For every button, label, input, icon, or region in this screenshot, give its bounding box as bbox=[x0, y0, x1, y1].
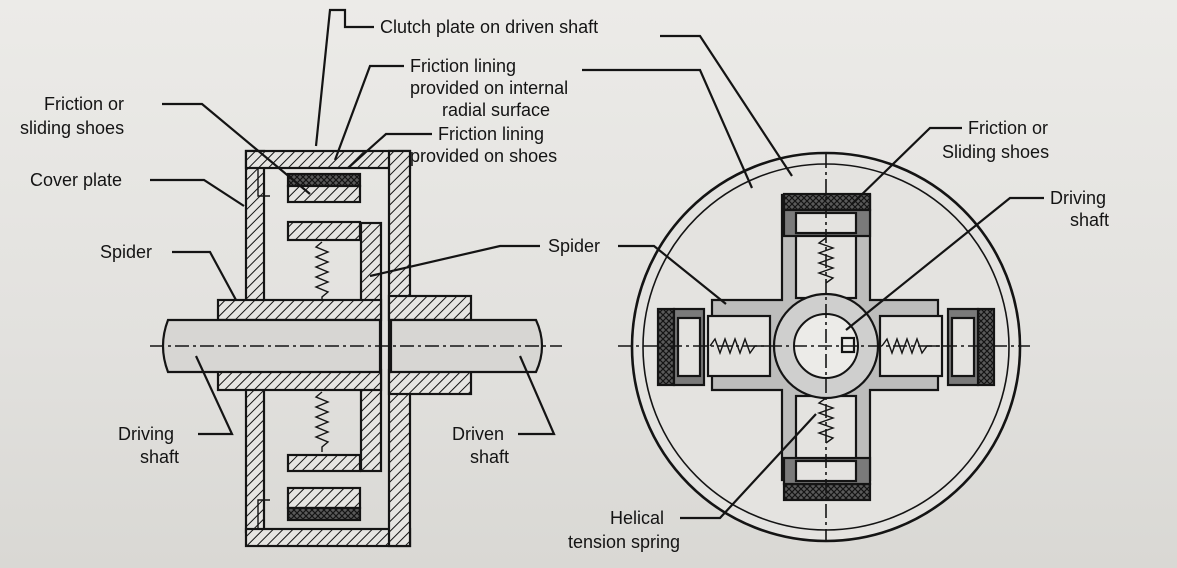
leader-spider-to-left bbox=[369, 244, 540, 278]
driven-hub-top bbox=[387, 294, 473, 322]
leader-lining-shoes bbox=[347, 132, 432, 169]
label-friction-shoes-right-1: Friction or bbox=[968, 118, 1048, 138]
label-cover-plate: Cover plate bbox=[30, 170, 122, 190]
spring-left-end bbox=[709, 336, 768, 356]
leader-driving-shaft bbox=[195, 355, 234, 436]
label-spider-right: Spider bbox=[548, 236, 600, 256]
label-lining-internal-2: provided on internal bbox=[410, 78, 568, 98]
label-spring-1: Helical bbox=[610, 508, 664, 528]
label-driving-shaft-right-1: Driving bbox=[1050, 188, 1106, 208]
spider-hub-top bbox=[216, 298, 383, 322]
leader-friction-shoes-right bbox=[851, 126, 962, 205]
label-friction-shoes-1: Friction or bbox=[44, 94, 124, 114]
leader-cover-plate bbox=[150, 178, 245, 207]
label-driving-shaft-2: shaft bbox=[140, 447, 179, 467]
label-driven-shaft-1: Driven bbox=[452, 424, 504, 444]
driven-shaft-body bbox=[389, 318, 544, 374]
shoe-guide-top bbox=[286, 220, 362, 242]
shoe-lining-bottom-end bbox=[782, 482, 872, 502]
label-spider-left: Spider bbox=[100, 242, 152, 262]
shoe-guide-bottom bbox=[286, 453, 362, 473]
leader-friction-shoes bbox=[162, 102, 311, 195]
shoe-lining-bottom bbox=[286, 506, 362, 522]
drum-rim-top bbox=[244, 149, 412, 170]
label-clutch-plate: Clutch plate on driven shaft bbox=[380, 17, 598, 37]
leader-spider-right bbox=[618, 244, 727, 305]
shoe-lining-top-end bbox=[782, 192, 872, 212]
drum-rim-bottom bbox=[244, 527, 412, 548]
leader-driven-shaft bbox=[518, 355, 556, 436]
label-driving-shaft-1: Driving bbox=[118, 424, 174, 444]
label-spring-2: tension spring bbox=[568, 532, 680, 552]
leader-clutch-plate-right bbox=[660, 34, 793, 177]
leader-clutch-plate bbox=[314, 8, 374, 147]
spring-right-end bbox=[881, 336, 940, 356]
shaft-key bbox=[840, 336, 856, 354]
leader-driving-shaft-right bbox=[845, 196, 1044, 331]
label-lining-shoes-2: provided on shoes bbox=[410, 146, 557, 166]
label-lining-shoes-1: Friction lining bbox=[438, 124, 544, 144]
label-driven-shaft-2: shaft bbox=[470, 447, 509, 467]
spring-bottom-left bbox=[314, 391, 330, 452]
shoe-top bbox=[286, 184, 362, 204]
shoe-lining-left-end bbox=[656, 307, 676, 387]
label-lining-internal-1: Friction lining bbox=[410, 56, 516, 76]
leader-helical-spring bbox=[680, 413, 817, 520]
driven-hub-bottom bbox=[387, 368, 473, 396]
driving-shaft-body bbox=[161, 318, 382, 374]
label-friction-shoes-2: sliding shoes bbox=[20, 118, 124, 138]
spring-top-left bbox=[314, 241, 330, 300]
cover-seal-top bbox=[257, 168, 270, 197]
label-lining-internal-3: radial surface bbox=[442, 100, 550, 120]
leader-spider-left bbox=[172, 250, 237, 301]
shoe-slot-left bbox=[676, 316, 702, 378]
shoe-slot-right bbox=[950, 316, 976, 378]
leader-lining-internal-right bbox=[582, 68, 754, 189]
label-friction-shoes-right-2: Sliding shoes bbox=[942, 142, 1049, 162]
label-driving-shaft-right-2: shaft bbox=[1070, 210, 1109, 230]
shoe-bottom bbox=[286, 486, 362, 510]
shoe-lining-right-end bbox=[976, 307, 996, 387]
labels: Clutch plate on driven shaft Friction li… bbox=[20, 17, 1109, 552]
cover-seal-bottom bbox=[257, 499, 270, 528]
leader-lines bbox=[150, 8, 1044, 520]
end-view bbox=[618, 151, 1030, 543]
leader-lining-internal bbox=[333, 64, 404, 161]
sectional-view bbox=[150, 149, 562, 548]
